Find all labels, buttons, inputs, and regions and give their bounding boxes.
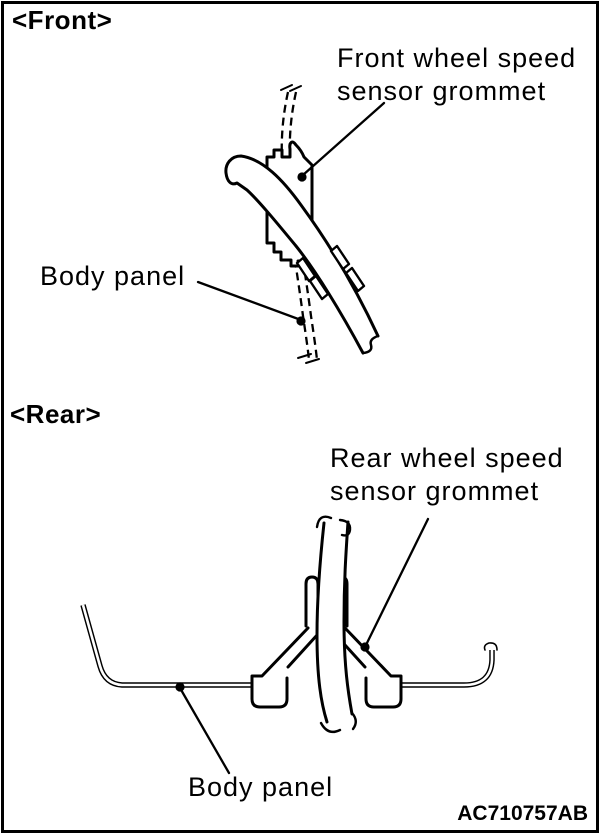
- rear-grommet-leader-dot: [360, 642, 370, 652]
- rear-diagram: [80, 515, 498, 775]
- rear-body-panel-right: [396, 650, 495, 688]
- rear-body-panel-callout-label: Body panel: [188, 772, 334, 802]
- front-panel-break-tick-top: [280, 84, 302, 92]
- rear-grommet-callout-label: Rear wheel speed sensor grommet: [330, 443, 564, 506]
- front-diagram: [196, 84, 386, 364]
- rear-cable-break-squiggle-top: [315, 515, 352, 537]
- front-panel-break-tick-bottom: [297, 353, 320, 364]
- rear-body-panel-right-core: [396, 650, 494, 687]
- front-harness-tube-fill: [225, 156, 378, 353]
- rear-section-title: <Rear>: [10, 399, 102, 429]
- front-harness-tube-outline: [224, 154, 380, 355]
- rear-body-panel-left-core: [81, 604, 258, 687]
- rear-body-panel-leader-line: [178, 686, 231, 775]
- front-body-panel-leader-line: [196, 280, 303, 322]
- front-grommet-leader-dot: [297, 172, 307, 182]
- rear-body-panel-left: [80, 604, 258, 688]
- rear-grommet-leader-line: [364, 517, 430, 647]
- rear-cable-left-edge: [315, 521, 329, 724]
- front-grommet-callout-label: Front wheel speed sensor grommet: [337, 43, 577, 106]
- rear-body-panel-leader-dot: [175, 682, 185, 692]
- front-section-title: <Front>: [12, 5, 113, 35]
- front-harness-ribs: [295, 244, 366, 301]
- front-body-panel-callout-label: Body panel: [40, 261, 186, 291]
- front-grommet-leader-line: [301, 101, 386, 177]
- rear-cable-right-edge: [342, 520, 354, 716]
- rear-grommet-right-skirt-foot: [343, 626, 403, 709]
- rear-cable-break-squiggle-bottom: [319, 711, 357, 734]
- rear-cable-fill: [317, 522, 352, 722]
- front-harness-break-squiggle: [361, 334, 380, 355]
- front-body-panel-leader-dot: [296, 316, 306, 326]
- rear-body-panel-end-curl: [483, 642, 498, 651]
- figure-code: AC710757AB: [457, 802, 588, 825]
- rear-grommet-left-inner-skirt: [286, 632, 320, 669]
- rear-grommet-left-skirt-foot: [250, 626, 310, 709]
